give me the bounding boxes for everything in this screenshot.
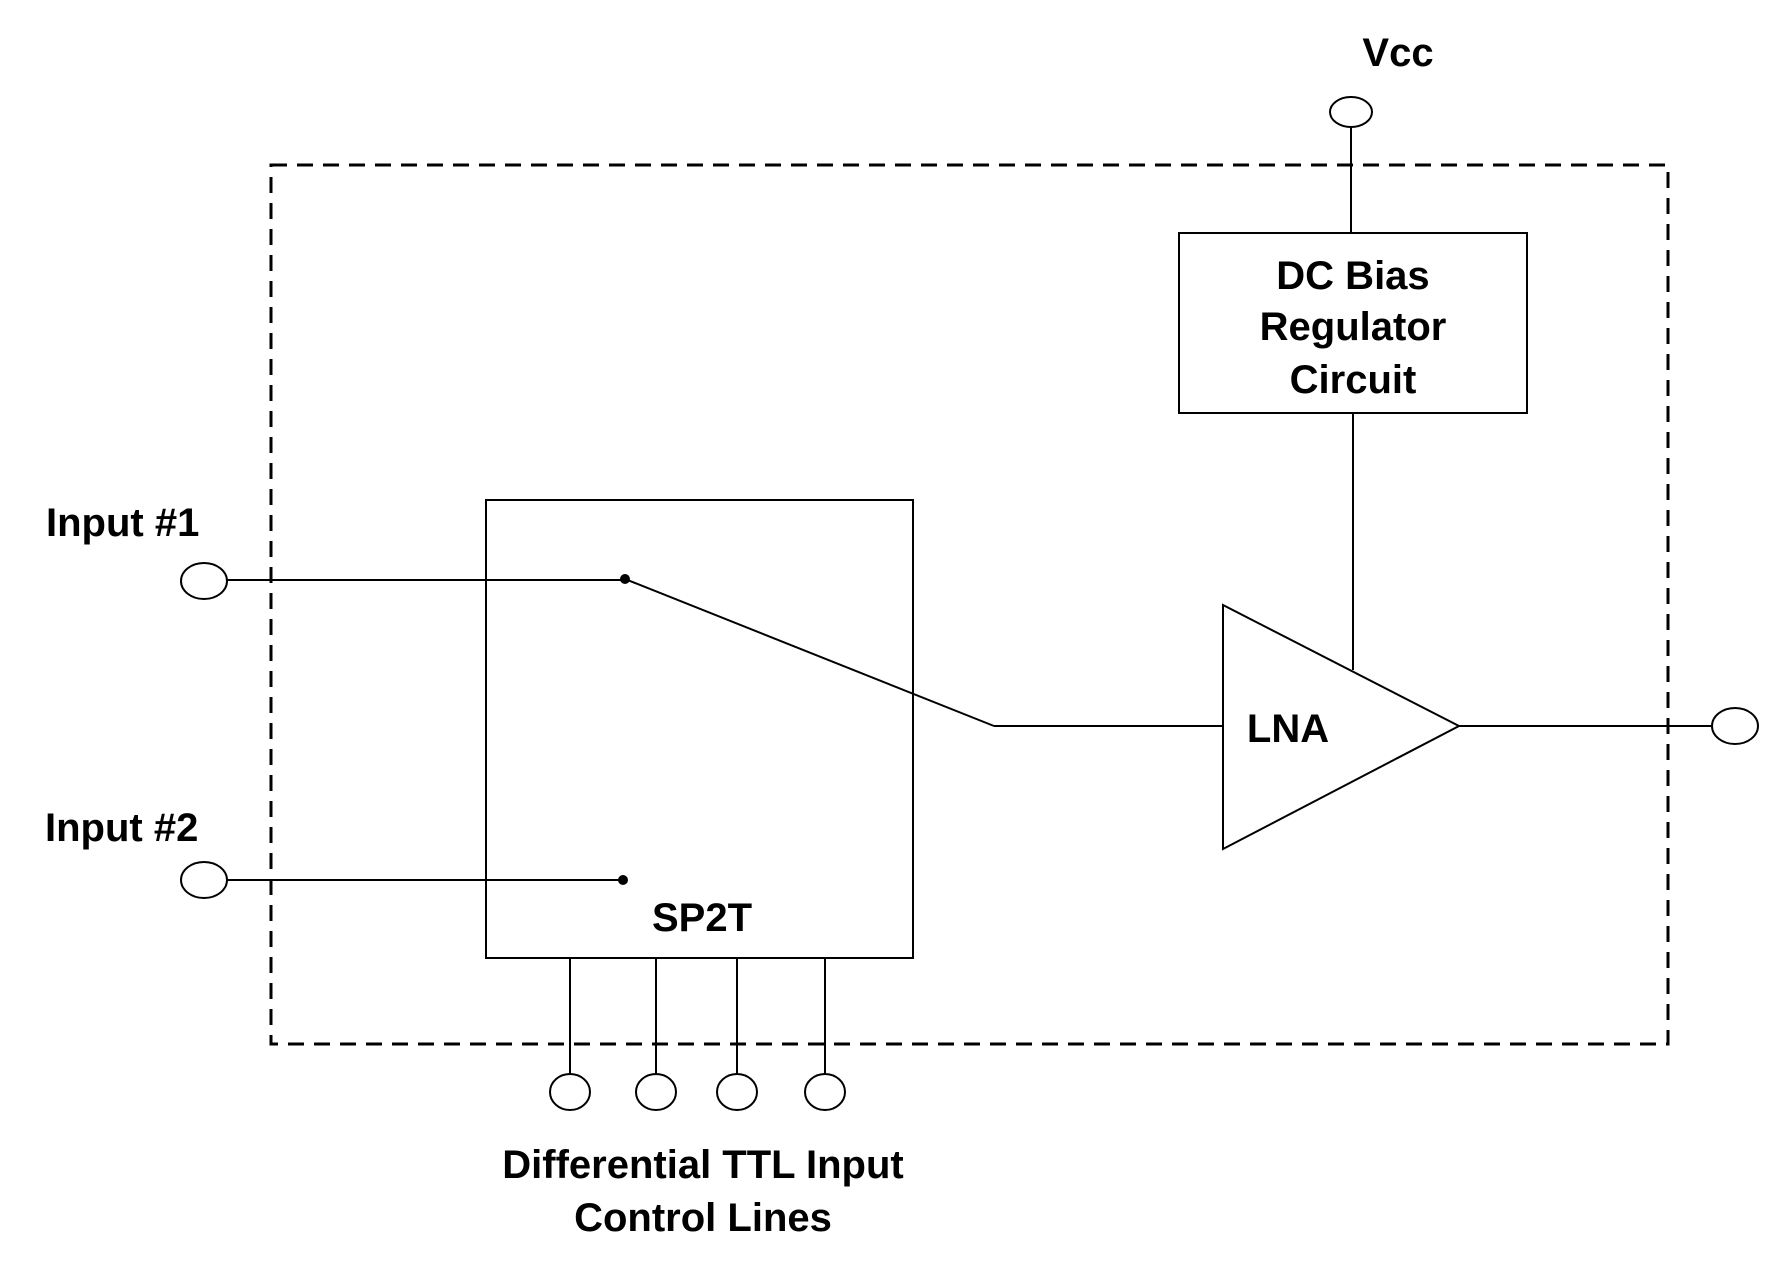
lna-label: LNA bbox=[1247, 707, 1329, 751]
module-enclosure bbox=[269, 163, 1670, 1046]
sp2t-block bbox=[485, 499, 914, 959]
control-label-2: Control Lines bbox=[574, 1196, 832, 1240]
vcc-port bbox=[1329, 96, 1373, 128]
dc-bias-label-2: Regulator bbox=[1260, 305, 1447, 349]
control-port-1 bbox=[549, 1073, 591, 1111]
input2-port bbox=[180, 861, 228, 899]
control-port-4 bbox=[804, 1073, 846, 1111]
switch-contact-2 bbox=[618, 875, 628, 885]
dc-bias-label-3: Circuit bbox=[1290, 358, 1417, 402]
dc-bias-label-1: DC Bias bbox=[1276, 254, 1429, 298]
vcc-label: Vcc bbox=[1362, 31, 1433, 75]
switch-arm bbox=[624, 578, 995, 727]
sp2t-label: SP2T bbox=[652, 896, 752, 940]
input1-port bbox=[180, 562, 228, 600]
output-port bbox=[1711, 707, 1759, 745]
control-port-3 bbox=[716, 1073, 758, 1111]
control-label-1: Differential TTL Input bbox=[502, 1143, 903, 1187]
input2-label: Input #2 bbox=[45, 806, 198, 850]
dc-bias-block bbox=[1178, 232, 1528, 414]
input1-label: Input #1 bbox=[46, 501, 199, 545]
control-port-2 bbox=[635, 1073, 677, 1111]
lna-amplifier bbox=[1222, 603, 1462, 851]
